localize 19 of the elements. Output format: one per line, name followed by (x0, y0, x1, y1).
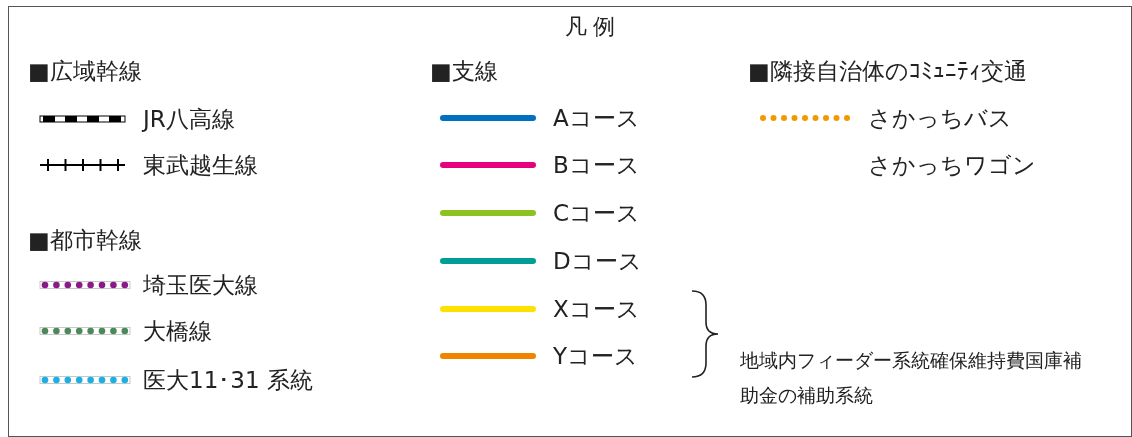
legend-label: 埼玉医大線 (143, 271, 258, 299)
section-heading: ■隣接自治体のｺﾐｭﾆﾃｨ交通 (748, 57, 1027, 85)
legend-label: 医大11･31 系統 (143, 366, 313, 394)
legend-label: さかっちワゴン (868, 151, 1036, 179)
legend-title: 凡 例 (564, 13, 616, 41)
legend-label: Yコース (553, 342, 639, 370)
legend-label: JR八高線 (143, 105, 235, 133)
section-heading: ■都市幹線 (28, 226, 142, 254)
legend-label: Xコース (553, 295, 640, 323)
section-heading: ■支線 (430, 57, 498, 85)
section-heading: ■広域幹線 (28, 57, 142, 85)
legend-label: 東武越生線 (143, 151, 258, 179)
note-text: 地域内フィーダー系統確保維持費国庫補助金の補助系統 (740, 348, 1083, 408)
legend-label: さかっちバス (868, 104, 1012, 132)
legend-label: Cコース (553, 199, 641, 227)
legend-label: Aコース (553, 104, 640, 132)
legend-label: 大橋線 (143, 317, 212, 345)
legend-label: Bコース (553, 151, 640, 179)
legend-label: Dコース (553, 247, 642, 275)
